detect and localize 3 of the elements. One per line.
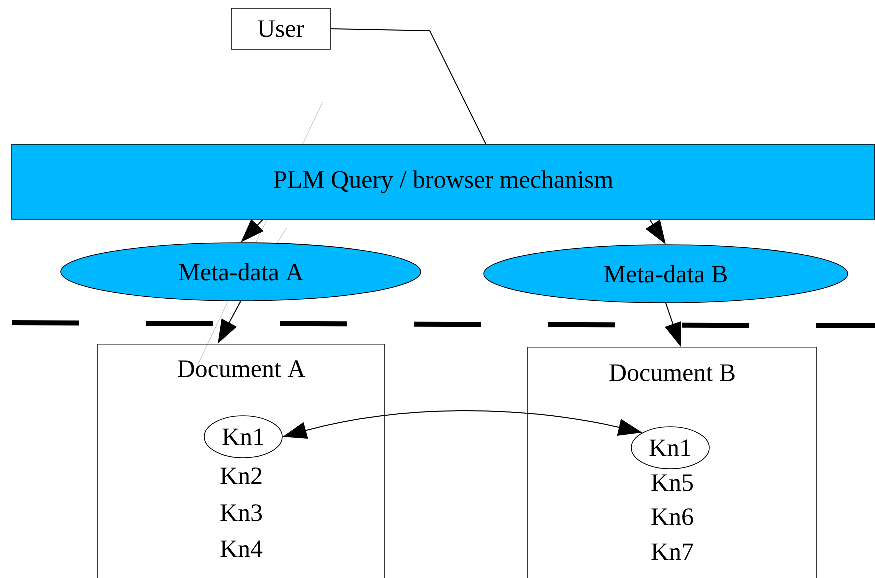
user-box: User: [231, 8, 331, 50]
query-bar: PLM Query / browser mechanism: [12, 144, 875, 220]
connector-line: [330, 28, 486, 145]
